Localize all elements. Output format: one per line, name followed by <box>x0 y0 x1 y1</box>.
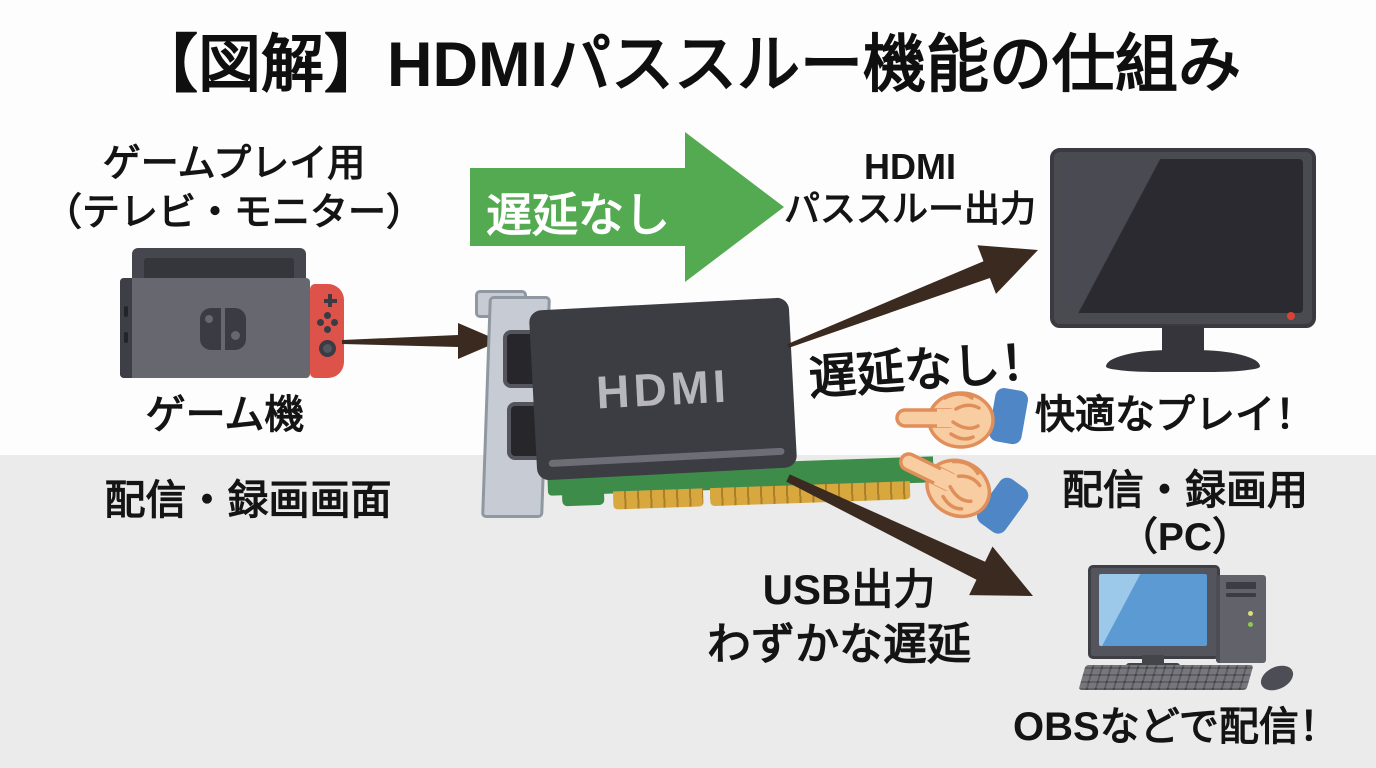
obs-streaming-label: OBSなどで配信！ <box>1013 705 1339 749</box>
pc-tower-led <box>1248 622 1253 627</box>
card-chip-label: HDMI <box>594 359 732 419</box>
page-title: 【図解】HDMIパススルー機能の仕組み <box>135 30 1241 100</box>
monitor-stand-base <box>1106 350 1260 372</box>
hdmi-passthrough-line1: HDMI <box>864 146 956 187</box>
desktop-pc-icon <box>1078 565 1298 696</box>
mouse-icon <box>1256 660 1298 696</box>
game-source-purpose-label: ゲームプレイ用 （テレビ・モニター） <box>28 140 440 239</box>
green-right-arrow-icon <box>470 132 784 282</box>
pc-tower-drive-slot <box>1226 582 1256 589</box>
joycon-button <box>324 326 331 333</box>
recording-section-label: 配信・録画画面 <box>104 477 392 523</box>
game-console-icon <box>118 248 353 382</box>
pc-monitor-screen <box>1099 574 1207 646</box>
dock-vent-slot <box>124 332 128 343</box>
card-stripe <box>548 447 785 468</box>
pc-tower-led <box>1248 611 1253 616</box>
joycon-analog-stick-top <box>323 344 332 353</box>
monitor-stand-neck <box>1162 326 1204 354</box>
console-logo-dot <box>205 315 213 323</box>
pc-monitor-neck <box>1142 655 1164 664</box>
usb-output-label: USB出力 <box>762 566 936 613</box>
game-device-label: ゲーム機 <box>145 393 305 437</box>
joycon-button <box>324 312 331 319</box>
game-source-purpose-line1: ゲームプレイ用 <box>102 143 366 185</box>
pc-tower <box>1216 575 1266 663</box>
dock-vent-slot <box>124 306 128 317</box>
monitor-screen <box>1063 159 1303 313</box>
console-logo-right <box>225 308 246 350</box>
comfortable-play-label: 快適なプレイ！ <box>1035 393 1315 437</box>
joycon-plus-button <box>328 294 332 307</box>
arrow-console-to-card-icon <box>342 323 500 359</box>
keyboard-icon <box>1078 665 1254 690</box>
pcb-tab <box>562 491 605 507</box>
pcie-gold-fingers <box>612 488 704 510</box>
console-logo-dot <box>231 331 240 340</box>
pointing-hand-icon <box>899 452 1029 534</box>
card-body: HDMI <box>528 297 798 481</box>
game-source-purpose-line2: （テレビ・モニター） <box>43 192 424 235</box>
recording-pc-label: 配信・録画用 （PC） <box>1048 466 1322 562</box>
pc-tower-drive-slot <box>1226 593 1256 597</box>
pointing-hand-icon <box>895 388 1029 449</box>
recording-pc-line1: 配信・録画用 <box>1062 467 1308 513</box>
console-dock-edge <box>120 278 132 378</box>
slight-delay-label: わずかな遅延 <box>707 620 971 669</box>
arrow-card-to-pc-icon <box>786 474 1033 596</box>
joycon-button <box>331 319 338 326</box>
hdmi-passthrough-output-label: HDMI パススルー出力 <box>773 146 1047 231</box>
arrow-card-to-monitor-icon <box>787 245 1038 348</box>
monitor-power-led <box>1287 312 1295 320</box>
capture-card-icon: HDMI <box>455 282 970 527</box>
monitor-icon <box>1050 148 1318 376</box>
joycon-button <box>317 319 324 326</box>
green-arrow-label: 遅延なし <box>486 189 670 241</box>
recording-pc-line2: （PC） <box>1118 516 1252 560</box>
hdmi-passthrough-line2: パススルー出力 <box>783 188 1036 230</box>
